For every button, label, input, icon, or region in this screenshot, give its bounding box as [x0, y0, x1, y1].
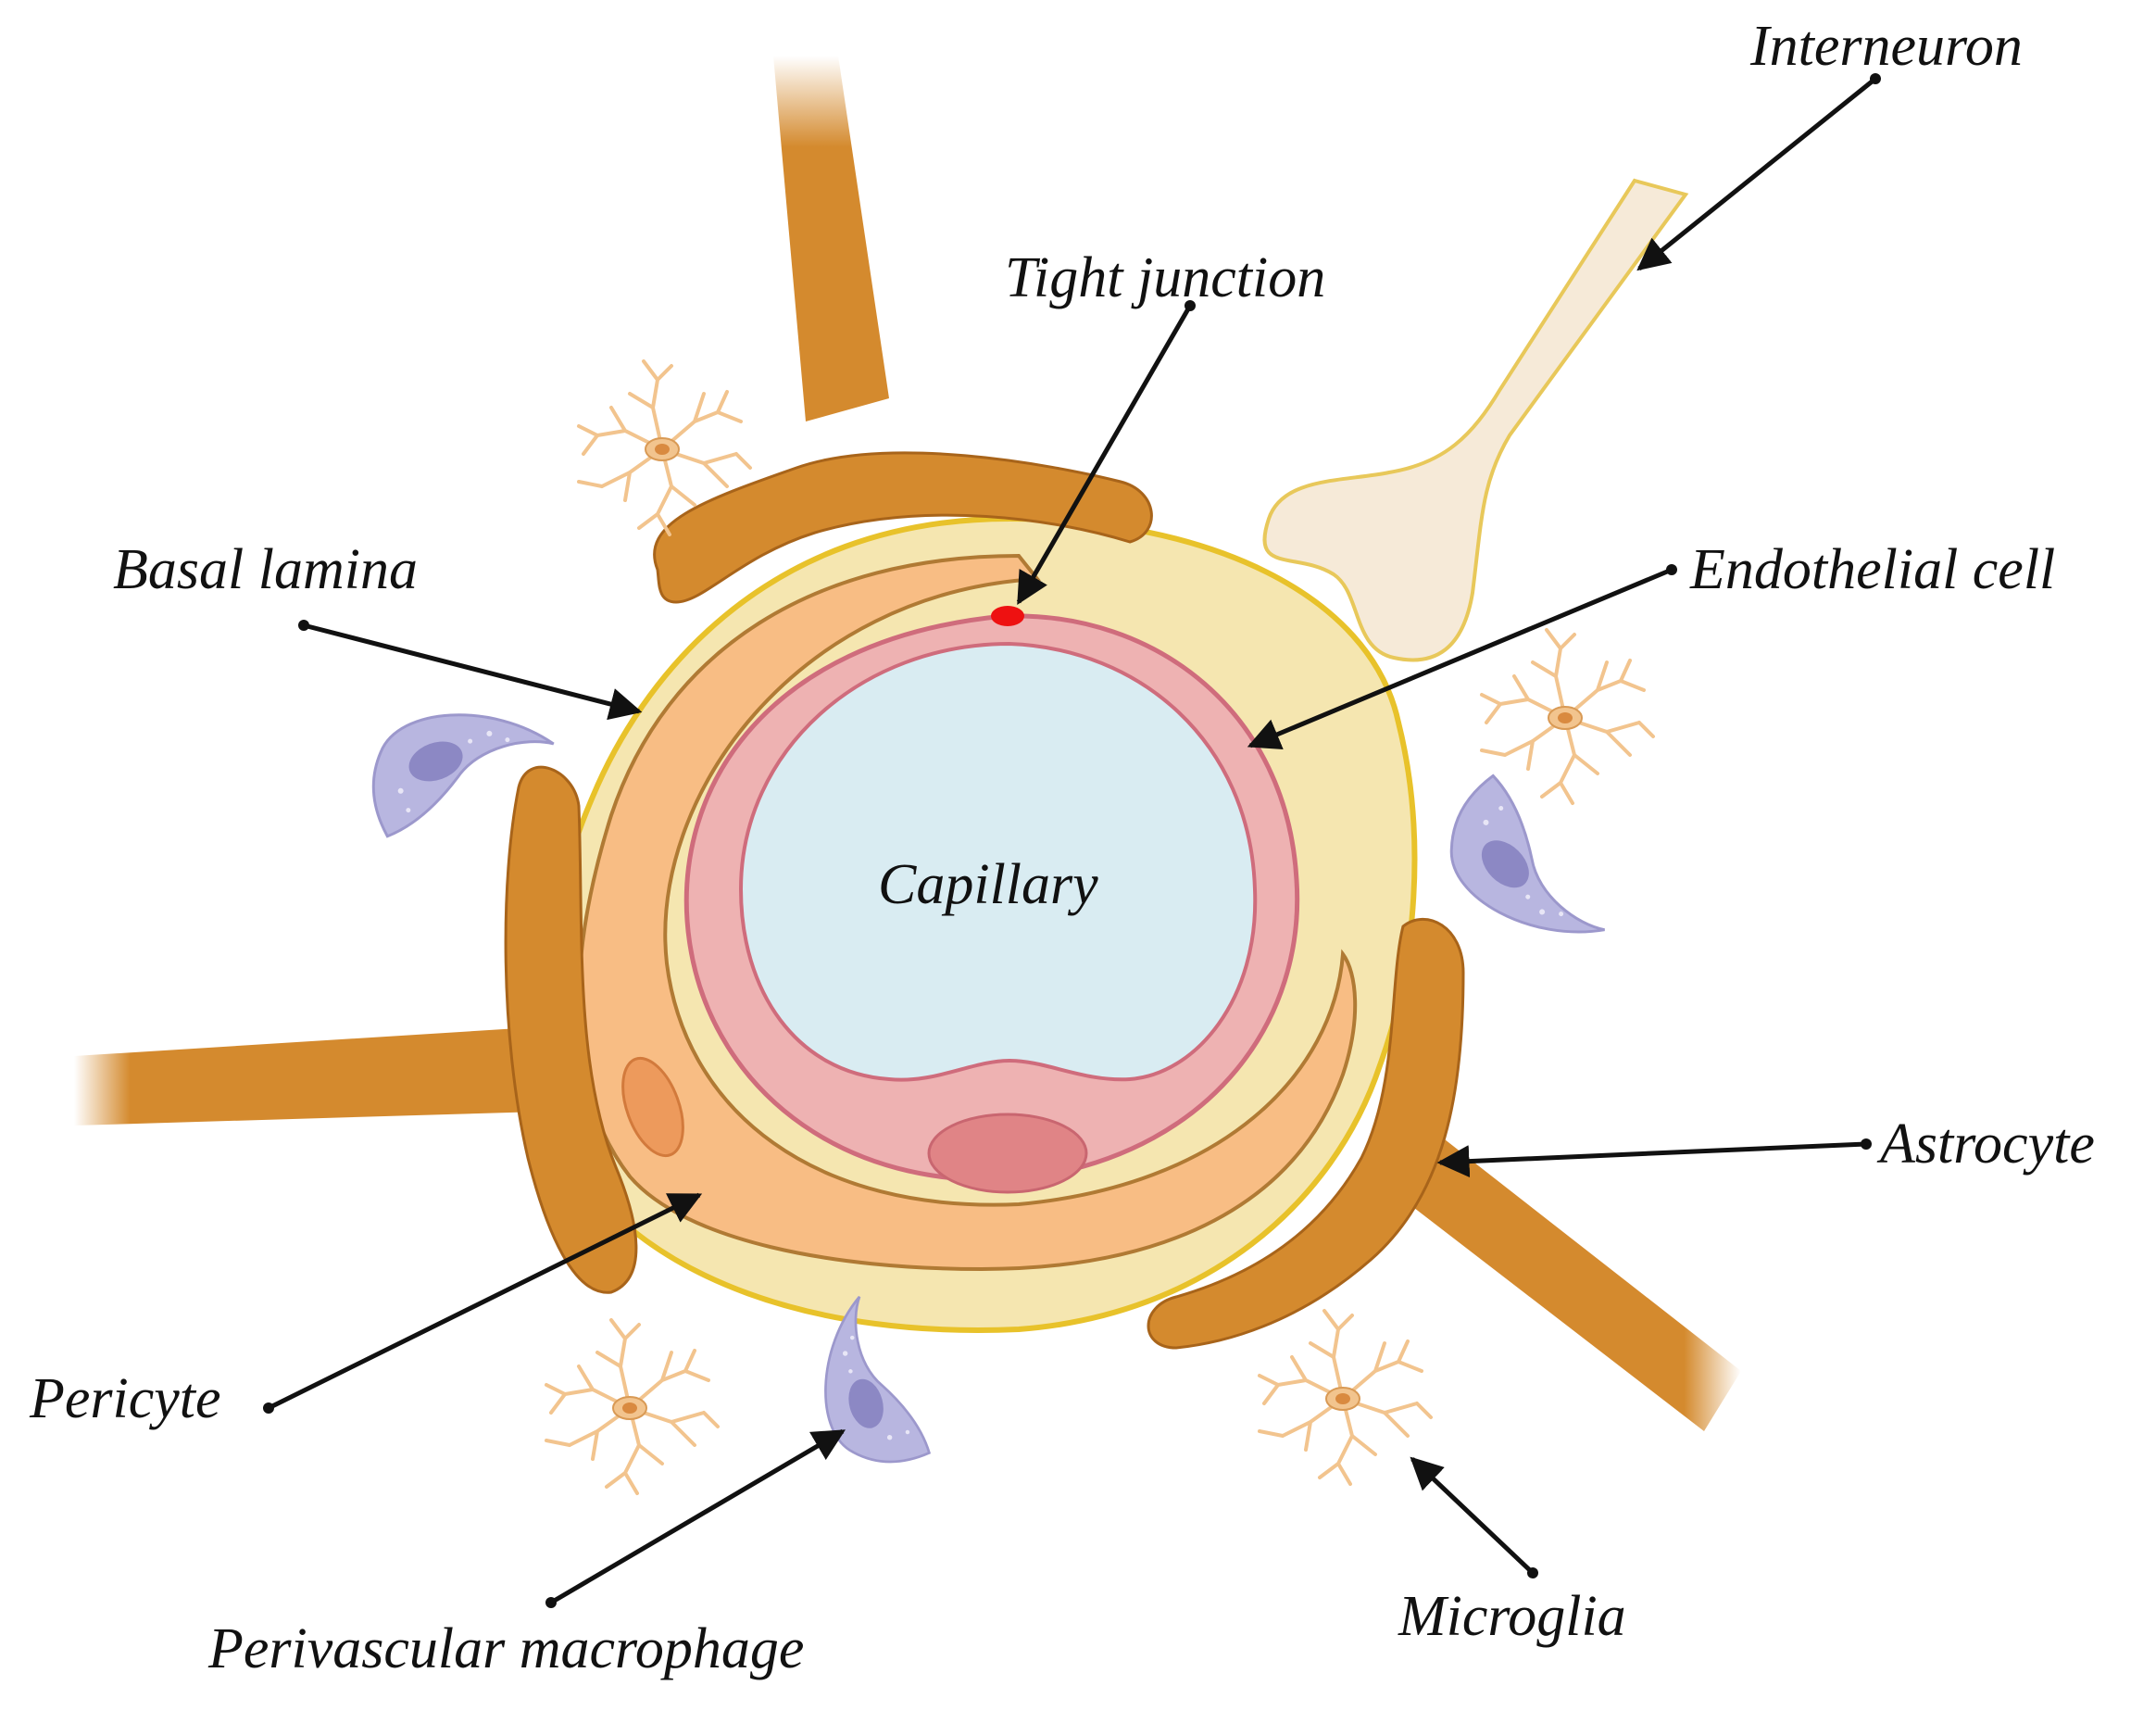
arrow-tight-junction	[1016, 304, 1193, 606]
endothelial-nucleus	[927, 1113, 1088, 1194]
astrocyte-endfoot-right	[1147, 917, 1465, 1350]
label-basal-lamina: Basal lamina	[113, 538, 418, 601]
label-interneuron: Interneuron	[1749, 15, 2023, 78]
astrocyte-endfoot-left	[504, 765, 638, 1294]
capillary-lumen	[738, 641, 1258, 1082]
tight-junction	[991, 606, 1024, 626]
arrow-basal-lamina	[303, 623, 643, 721]
astrocyte-process-left	[74, 1028, 542, 1126]
pericyte-nucleus	[621, 1056, 684, 1158]
arrow-astrocyte	[1436, 1141, 1867, 1178]
astrocyte-endfeet	[504, 451, 1465, 1350]
arrow-endothelial-cell	[1247, 567, 1673, 750]
label-astrocyte: Astrocyte	[1876, 1113, 2095, 1176]
astrocyte-endfoot-top	[653, 451, 1153, 604]
label-endothelial-cell: Endothelial cell	[1689, 538, 2055, 601]
label-tight-junction: Tight junction	[1005, 246, 1325, 309]
leader-arrows	[263, 73, 1881, 1608]
arrow-perivascular-macrophage	[549, 1428, 846, 1605]
astrocyte-process-right	[1361, 1139, 1741, 1431]
label-perivascular-macrophage: Perivascular macrophage	[207, 1617, 804, 1680]
label-pericyte: Pericyte	[29, 1367, 221, 1430]
astrocyte-process-top	[773, 56, 889, 421]
microglia-cell-bottom-right	[1258, 1309, 1433, 1486]
arrow-pericyte	[267, 1192, 703, 1411]
arrow-microglia	[1410, 1456, 1535, 1575]
pericyte	[576, 553, 1358, 1272]
arrow-interneuron	[1636, 77, 1877, 271]
label-capillary: Capillary	[878, 853, 1098, 916]
astrocyte	[74, 56, 1741, 1431]
macrophage-cell-right	[1430, 768, 1643, 951]
microglia-cell-right	[1480, 628, 1655, 805]
microglia-cell-bottom-left	[545, 1318, 720, 1495]
interneuron	[1262, 178, 1689, 662]
label-microglia: Microglia	[1398, 1585, 1626, 1648]
